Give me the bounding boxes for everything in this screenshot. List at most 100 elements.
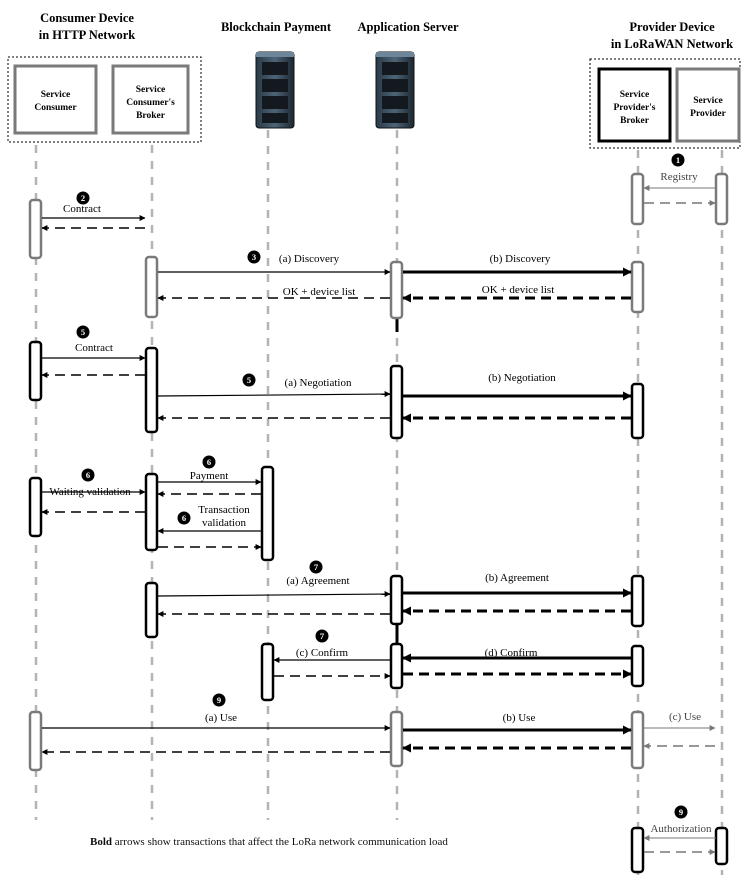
svg-text:1: 1 xyxy=(676,155,680,165)
activation-consumer-contract xyxy=(30,200,41,258)
step-badge-9b: 9 xyxy=(675,806,688,819)
step-badge-3: 3 xyxy=(248,251,261,264)
consumer-broker-label-3: Broker xyxy=(136,111,166,121)
label-payment: Payment xyxy=(190,470,229,482)
label-confirm-d: (d) Confirm xyxy=(485,647,538,659)
activation-broker-discovery xyxy=(146,257,157,317)
label-agreement-b: (b) Agreement xyxy=(485,572,549,584)
activation-blockchain-payment xyxy=(262,467,273,560)
activation-consumer-contract2 xyxy=(30,342,41,400)
lifelines xyxy=(36,130,722,875)
activation-provider-broker-agreement xyxy=(632,576,643,626)
svg-text:9: 9 xyxy=(217,695,221,705)
step-badges: 1 2 3 5 5 6 6 6 7 7 9 9 xyxy=(77,154,688,819)
footnote-bold: Bold xyxy=(90,836,112,848)
label-negotiation-b: (b) Negotiation xyxy=(488,372,556,384)
activation-server-discovery xyxy=(391,262,402,318)
step-badge-1: 1 xyxy=(672,154,685,167)
provider-broker-label-1: Service xyxy=(620,90,650,100)
provider-group-title-line2: in LoRaWAN Network xyxy=(611,37,733,51)
step-badge-2: 2 xyxy=(77,192,90,205)
step-badge-9a: 9 xyxy=(213,694,226,707)
application-server-icon xyxy=(376,52,414,128)
provider-group-title-line1: Provider Device xyxy=(629,20,715,34)
service-consumer-label-1: Service xyxy=(41,90,71,100)
label-authorization: Authorization xyxy=(650,823,712,835)
activation-provider-broker-registry xyxy=(632,174,643,224)
arrow-negotiation-a xyxy=(158,394,390,396)
label-discovery-b: (b) Discovery xyxy=(490,253,551,265)
label-waiting-validation: Waiting validation xyxy=(49,486,131,498)
service-provider-label-1: Service xyxy=(693,96,723,106)
label-transaction-2: validation xyxy=(202,517,246,529)
consumer-broker-box: Service Consumer's Broker xyxy=(113,66,188,133)
svg-text:6: 6 xyxy=(86,470,90,480)
activation-provider-broker-use xyxy=(632,712,643,768)
consumer-group-title-line1: Consumer Device xyxy=(40,11,134,25)
consumer-group-title-line2: in HTTP Network xyxy=(39,28,136,42)
activation-server-use xyxy=(391,712,402,766)
arrow-agreement-a xyxy=(158,594,390,596)
server-title: Application Server xyxy=(357,20,458,34)
step-badge-7b: 7 xyxy=(316,630,329,643)
footnote: Bold arrows show transactions that affec… xyxy=(90,836,448,848)
step-badge-6b: 6 xyxy=(203,456,216,469)
activation-server-agreement xyxy=(391,576,402,624)
step-badge-6a: 6 xyxy=(82,469,95,482)
activation-bars xyxy=(30,174,727,872)
provider-broker-label-2: Provider's xyxy=(613,103,655,113)
svg-text:5: 5 xyxy=(247,375,251,385)
activation-server-confirm xyxy=(391,644,402,688)
activation-provider-broker-confirm xyxy=(632,646,643,686)
activation-broker-payment xyxy=(146,474,157,550)
step-badge-6c: 6 xyxy=(178,512,191,525)
activation-provider-broker-discovery xyxy=(632,262,643,312)
label-transaction-1: Transaction xyxy=(198,504,250,516)
provider-broker-box: Service Provider's Broker xyxy=(599,69,670,141)
svg-text:3: 3 xyxy=(252,252,256,262)
activation-blockchain-confirm xyxy=(262,644,273,700)
blockchain-server-icon xyxy=(256,52,294,128)
svg-text:5: 5 xyxy=(81,327,85,337)
label-agreement-a: (a) Agreement xyxy=(286,575,349,587)
activation-consumer-waiting xyxy=(30,478,41,536)
label-confirm-c: (c) Confirm xyxy=(296,647,349,659)
blockchain-title: Blockchain Payment xyxy=(221,20,332,34)
consumer-broker-label-1: Service xyxy=(136,85,166,95)
activation-broker-negotiation xyxy=(146,348,157,432)
activation-broker-agreement xyxy=(146,583,157,637)
label-negotiation-a: (a) Negotiation xyxy=(285,377,352,389)
svg-text:6: 6 xyxy=(207,457,211,467)
message-arrows xyxy=(42,188,716,852)
label-contract-1: Contract xyxy=(63,203,101,215)
svg-text:9: 9 xyxy=(679,807,683,817)
consumer-broker-label-2: Consumer's xyxy=(126,98,175,108)
svg-text:6: 6 xyxy=(182,513,186,523)
svg-text:2: 2 xyxy=(81,193,85,203)
step-badge-5b: 5 xyxy=(243,374,256,387)
label-discovery-a: (a) Discovery xyxy=(279,253,340,265)
activation-service-provider-registry xyxy=(716,174,727,224)
activation-provider-broker-negotiation xyxy=(632,384,643,438)
footnote-text: arrows show transactions that affect the… xyxy=(112,836,448,848)
label-use-c: (c) Use xyxy=(669,711,701,723)
activation-provider-broker-authorization xyxy=(632,828,643,872)
service-consumer-label-2: Consumer xyxy=(34,103,77,113)
label-contract-2: Contract xyxy=(75,342,113,354)
service-consumer-box: Service Consumer xyxy=(15,66,96,133)
label-ok-list-1: OK + device list xyxy=(283,286,356,298)
service-provider-box: Service Provider xyxy=(677,69,739,141)
label-registry: Registry xyxy=(660,171,698,183)
step-badge-7a: 7 xyxy=(310,561,323,574)
activation-service-provider-authorization xyxy=(716,828,727,864)
provider-broker-label-3: Broker xyxy=(620,116,650,126)
activation-consumer-use xyxy=(30,712,41,770)
service-provider-label-2: Provider xyxy=(690,109,726,119)
activation-server-negotiation xyxy=(391,366,402,438)
label-use-a: (a) Use xyxy=(205,712,237,724)
label-use-b: (b) Use xyxy=(503,712,536,724)
label-ok-list-2: OK + device list xyxy=(482,284,555,296)
step-badge-5a: 5 xyxy=(77,326,90,339)
